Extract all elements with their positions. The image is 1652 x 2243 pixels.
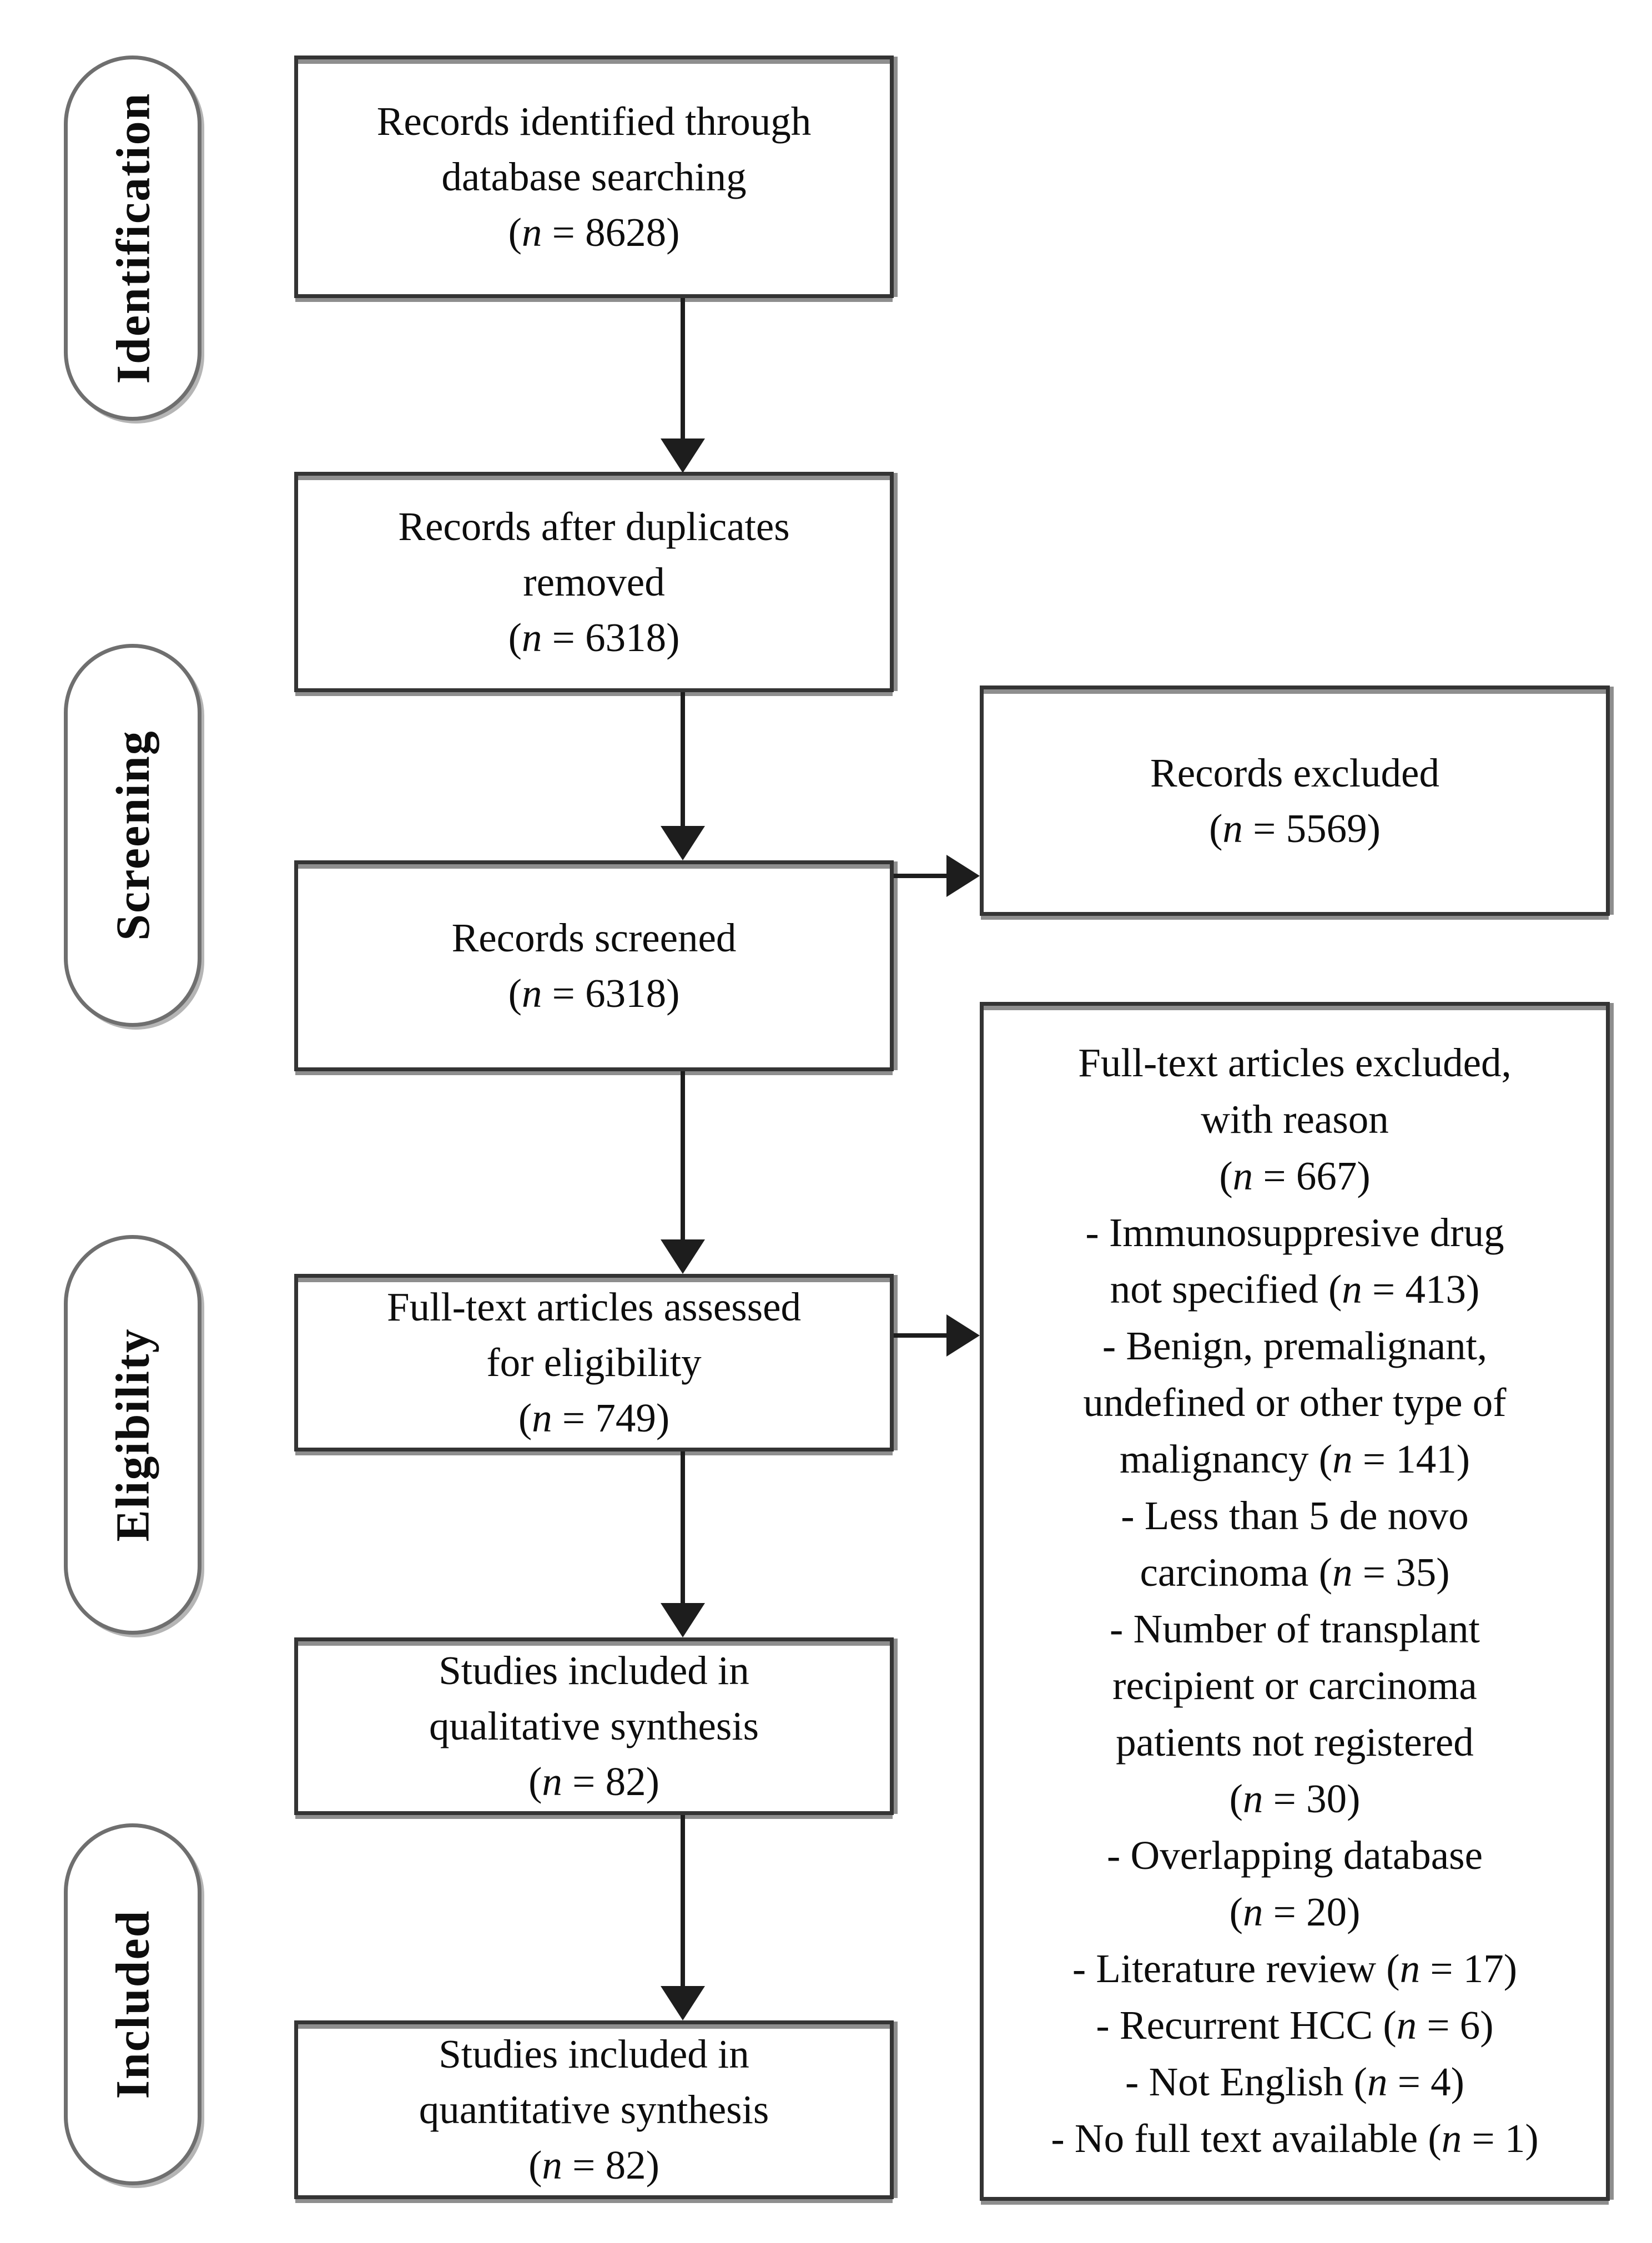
box-count: (n = 82) [528, 1759, 659, 1804]
stage-label-identification: Identification [106, 92, 159, 384]
exclusion-reason: - Number of transplant [1110, 1606, 1480, 1651]
arrow-line [681, 1815, 685, 1987]
flow-box-duplicates-removed: Records after duplicates removed (n = 63… [294, 472, 894, 692]
arrow-head-icon [946, 855, 980, 897]
arrow-line [894, 1333, 949, 1338]
arrow-line [681, 692, 685, 827]
box-count: (n = 5569) [1209, 805, 1381, 851]
exclusion-reason: (n = 20) [1229, 1889, 1361, 1934]
side-box-fulltext-excluded: Full-text articles excluded, with reason… [980, 1002, 1610, 2201]
exclusion-reason: not specified (n = 413) [1110, 1267, 1480, 1312]
box-line: Full-text articles excluded, [1078, 1040, 1512, 1085]
box-line: quantitative synthesis [419, 2087, 769, 2132]
stage-pill-identification: Identification [64, 56, 202, 421]
box-line: Records screened [451, 915, 737, 960]
exclusion-reason: undefined or other type of [1083, 1380, 1507, 1425]
arrow-line [681, 298, 685, 440]
exclusion-reason: - Recurrent HCC (n = 6) [1096, 2003, 1494, 2048]
arrow-head-icon [661, 1986, 705, 2020]
stage-pill-screening: Screening [64, 644, 202, 1027]
exclusion-reason: malignancy (n = 141) [1119, 1436, 1470, 1481]
exclusion-reason: - Benign, premalignant, [1102, 1323, 1488, 1368]
arrow-head-icon [661, 438, 705, 473]
flow-box-fulltext-assessed: Full-text articles assessed for eligibil… [294, 1274, 894, 1451]
box-count: (n = 8628) [508, 209, 680, 255]
box-line: Records excluded [1150, 750, 1439, 795]
box-line: Records identified through [376, 98, 812, 144]
arrow-head-icon [661, 1603, 705, 1637]
exclusion-reason: - Not English (n = 4) [1125, 2059, 1464, 2104]
stage-label-screening: Screening [106, 730, 160, 941]
exclusion-reason: - Literature review (n = 17) [1072, 1946, 1518, 1991]
flow-box-records-screened: Records screened (n = 6318) [294, 860, 894, 1071]
box-line: with reason [1201, 1097, 1389, 1142]
box-count: (n = 749) [518, 1395, 670, 1440]
box-line: removed [523, 559, 665, 604]
flow-box-records-identified: Records identified through database sear… [294, 56, 894, 298]
stage-pill-eligibility: Eligibility [64, 1235, 202, 1635]
exclusion-reason: patients not registered [1116, 1720, 1474, 1765]
box-line: Full-text articles assessed [386, 1284, 802, 1329]
arrow-head-icon [661, 1239, 705, 1274]
arrow-line [681, 1071, 685, 1241]
box-count: (n = 82) [528, 2143, 659, 2187]
box-count: (n = 6318) [508, 971, 680, 1016]
box-line: for eligibility [486, 1340, 702, 1385]
exclusion-reason: recipient or carcinoma [1112, 1663, 1477, 1708]
exclusion-reason: - No full text available (n = 1) [1051, 2116, 1539, 2161]
box-line: Studies included in [439, 1648, 749, 1693]
side-box-records-excluded: Records excluded (n = 5569) [980, 685, 1610, 916]
exclusion-reason: - Immunosuppresive drug [1085, 1210, 1504, 1255]
stage-pill-included: Included [64, 1823, 202, 2185]
flow-box-qualitative-synthesis: Studies included in qualitative synthesi… [294, 1637, 894, 1815]
box-count: (n = 667) [1219, 1153, 1371, 1198]
arrow-head-icon [661, 826, 705, 860]
box-line: Records after duplicates [398, 503, 790, 549]
box-line: database searching [441, 154, 747, 199]
arrow-head-icon [946, 1314, 980, 1357]
exclusion-reason: - Overlapping database [1107, 1833, 1483, 1878]
stage-label-eligibility: Eligibility [106, 1328, 160, 1542]
box-line: qualitative synthesis [429, 1703, 759, 1748]
arrow-line [681, 1451, 685, 1604]
box-count: (n = 6318) [508, 614, 680, 660]
exclusion-reason: carcinoma (n = 35) [1140, 1550, 1450, 1595]
exclusion-reason: - Less than 5 de novo [1121, 1493, 1469, 1538]
exclusion-reason: (n = 30) [1229, 1776, 1361, 1821]
arrow-line [894, 874, 949, 878]
stage-label-included: Included [106, 1909, 159, 2099]
flow-box-quantitative-synthesis: Studies included in quantitative synthes… [294, 2020, 894, 2199]
box-line: Studies included in [439, 2032, 749, 2076]
